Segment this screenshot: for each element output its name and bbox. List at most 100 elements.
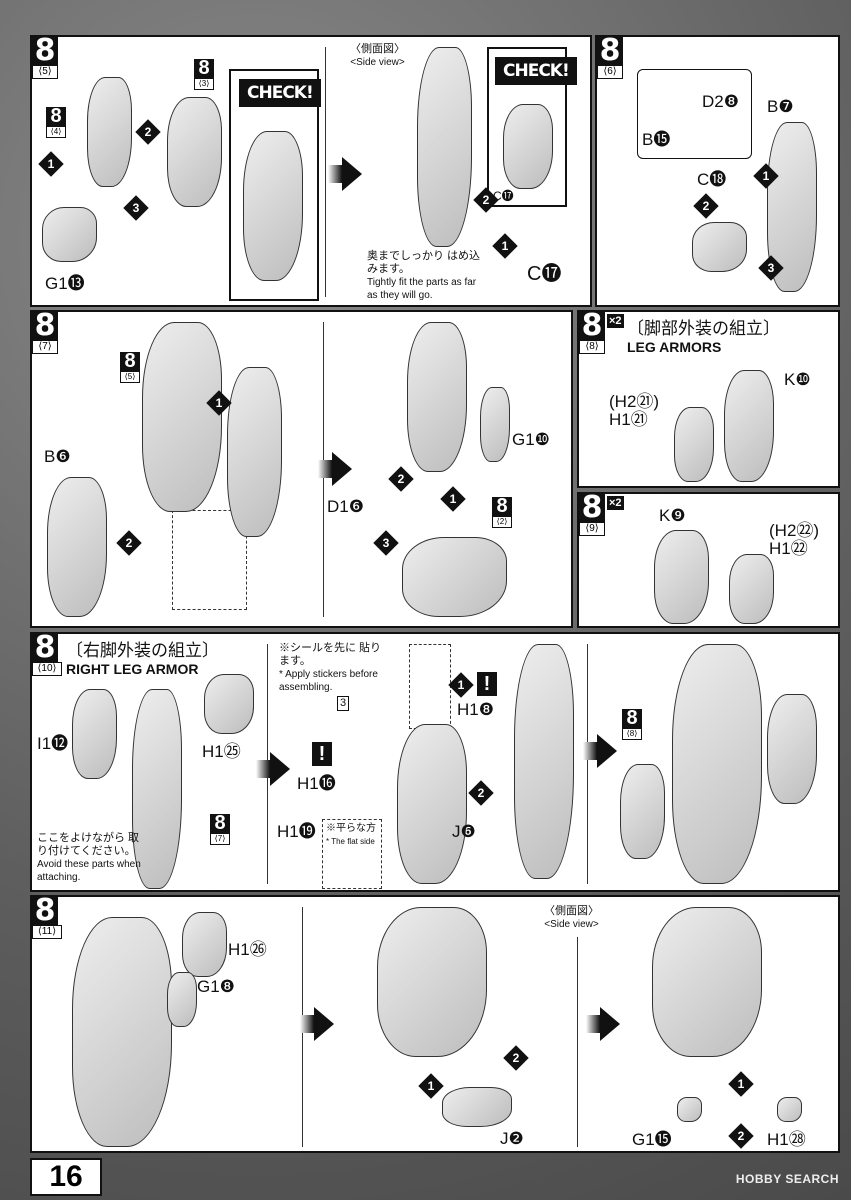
ref-8-5: 8⟨5⟩	[120, 351, 140, 383]
sub-step: ⟨10⟩	[32, 662, 62, 676]
step-number: 8	[579, 311, 605, 341]
detail-callout	[172, 510, 247, 610]
divider	[325, 47, 326, 297]
step-marker-1: 1	[38, 151, 64, 177]
label-h2-21: (H2㉑)	[609, 392, 660, 411]
armor-left-part	[620, 764, 665, 859]
step-number: 8	[32, 311, 58, 341]
label-g1-13: G1⓭	[45, 274, 85, 293]
label-k-10: K❿	[784, 370, 811, 389]
foot-part	[402, 537, 507, 617]
label-b-6: B❻	[44, 447, 71, 466]
check-label: CHECK!	[239, 79, 321, 107]
page-number: 16	[30, 1158, 102, 1196]
ref-8-4: 8⟨4⟩	[46, 106, 66, 138]
g1-8-part	[167, 972, 197, 1027]
g1-10-part	[480, 387, 510, 462]
check-box-2: CHECK! C⓱	[487, 47, 577, 207]
step-marker-2: 2	[728, 1123, 754, 1149]
g1-part	[42, 207, 97, 262]
step-number: 8	[32, 36, 58, 66]
sub-step: ⟨5⟩	[32, 65, 58, 79]
armor-right-part	[767, 694, 817, 804]
label-j-6: J❻	[452, 822, 476, 841]
step-8-6-panel: 8 ⟨6⟩ D2❽ B⓯ B❼ C⓲ 1 2 3	[595, 35, 840, 307]
sub-step: ⟨8⟩	[579, 340, 605, 354]
next-arrow	[256, 752, 290, 786]
quantity-badge: ×2	[607, 496, 624, 510]
step-number: 8	[32, 896, 58, 926]
label-b-15: B⓯	[642, 130, 671, 149]
label-h1-22: H1㉒	[769, 539, 808, 558]
section-title: 〔脚部外装の組立〕LEG ARMORS	[627, 319, 780, 355]
flat-side-box: ※平らな方* The flat side	[322, 819, 382, 889]
label-h1-21: H1㉑	[609, 410, 648, 429]
step-number: 8	[597, 36, 623, 66]
step-marker-1: 1	[440, 486, 466, 512]
step-marker-2: 2	[388, 466, 414, 492]
label-g1-15: G1⓯	[632, 1130, 672, 1149]
label-h1-16: H1⓰	[297, 774, 336, 793]
armor-part	[227, 367, 282, 537]
step-marker-2: 2	[693, 193, 719, 219]
next-arrow	[583, 734, 617, 768]
label-g1-10: G1❿	[512, 430, 550, 449]
step-marker-1: 1	[492, 233, 518, 259]
upper-leg-part	[87, 77, 132, 187]
check-box-1: CHECK!	[229, 69, 321, 301]
sub-step: ⟨6⟩	[597, 65, 623, 79]
step-marker-1: 1	[728, 1071, 754, 1097]
watermark-logo: HOBBY SEARCH	[735, 1172, 839, 1186]
step-marker-1: 1	[206, 390, 232, 416]
next-arrow	[328, 157, 362, 191]
k-part	[724, 370, 774, 482]
label-h2-22: (H2㉒)	[769, 521, 820, 540]
step-8-10-panel: 8 ⟨10⟩ 〔右脚外装の組立〕RIGHT LEG ARMOR I1⓬ H1㉕ …	[30, 632, 840, 892]
section-title: 〔右脚外装の組立〕RIGHT LEG ARMOR	[66, 641, 219, 677]
check-detail-part	[243, 131, 303, 281]
leg-assembly-part	[672, 644, 762, 884]
k-part	[654, 530, 709, 624]
divider	[577, 937, 578, 1147]
step-marker-1: 1	[753, 163, 779, 189]
label-h1-28: H1㉘	[767, 1130, 806, 1149]
leg-part	[72, 917, 172, 1147]
label-h1-19: H1⓳	[277, 822, 316, 841]
h1-26-part	[182, 912, 227, 977]
label-h1-26: H1㉖	[228, 940, 267, 959]
step-marker-1: 1	[448, 672, 474, 698]
sub-step: ⟨11⟩	[32, 925, 62, 939]
step-marker-2: 2	[135, 119, 161, 145]
sticker-detail-box	[409, 644, 451, 729]
step-marker-3: 3	[123, 195, 149, 221]
caution-icon: !	[312, 742, 332, 766]
label-h1-25: H1㉕	[202, 742, 241, 761]
check-label: CHECK!	[495, 57, 577, 85]
label-k-9: K❾	[659, 506, 686, 525]
label-b-7: B❼	[767, 97, 794, 116]
label-c-18: C⓲	[697, 170, 727, 189]
j6-part	[514, 644, 574, 879]
label-c-17: C⓱	[493, 189, 514, 203]
divider	[587, 644, 588, 884]
flat-side-note: ※平らな方* The flat side	[326, 823, 376, 846]
caution-icon: !	[477, 672, 497, 696]
label-i1-12: I1⓬	[37, 734, 69, 753]
foot-leg-part	[377, 907, 487, 1057]
detail-callout	[637, 69, 752, 159]
side-view-label: 〈側面図〉<Side view>	[350, 43, 405, 68]
ref-8-8: 8⟨8⟩	[622, 708, 642, 740]
step-marker-3: 3	[758, 255, 784, 281]
next-arrow	[586, 1007, 620, 1041]
check-detail-part	[503, 104, 553, 189]
h1-25-part	[204, 674, 254, 734]
leg-part	[407, 322, 467, 472]
h1-part	[674, 407, 714, 482]
side-view-label: 〈側面図〉<Side view>	[544, 905, 599, 930]
label-d2-8: D2❽	[702, 92, 739, 111]
step-marker-2: 2	[503, 1045, 529, 1071]
leg-part	[132, 689, 182, 889]
ref-8-2: 8⟨2⟩	[492, 496, 512, 528]
b6-part	[47, 477, 107, 617]
leg-assembly-part	[142, 322, 222, 512]
